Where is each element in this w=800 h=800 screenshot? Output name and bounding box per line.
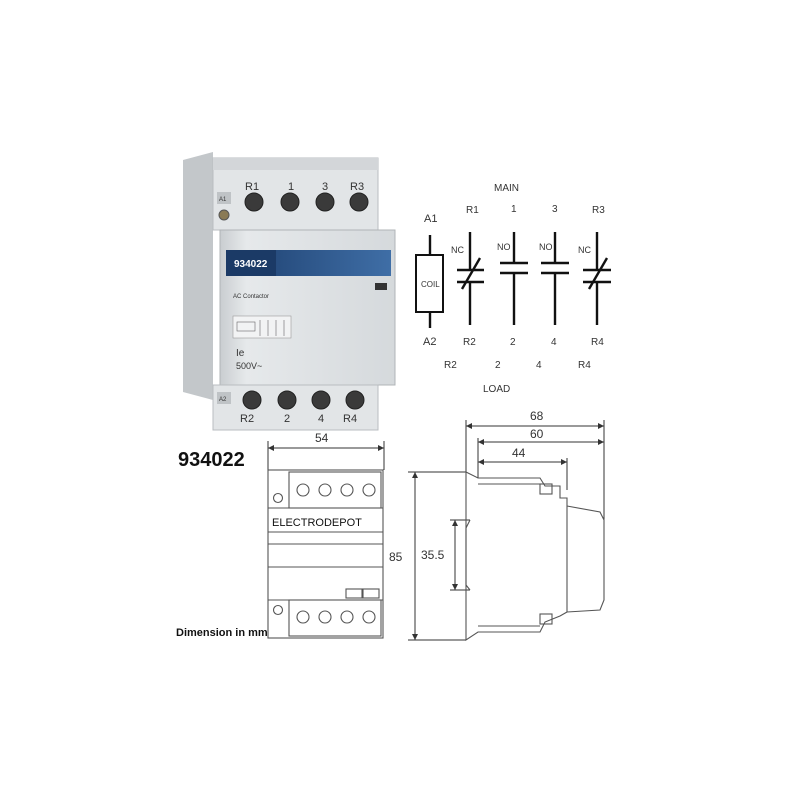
drawing-screw [362, 483, 376, 497]
model-caption: 934022 [178, 449, 245, 471]
depth-60-value: 60 [530, 427, 544, 441]
coil-label: COIL [421, 280, 440, 289]
wiring-schematic: MAIN A1 COIL A2 R1 NC R2 1 NO 2 3 NO 4 [415, 183, 611, 395]
load-terminal-label: 4 [536, 360, 542, 371]
front-window [362, 588, 380, 599]
contact-top-label: R3 [592, 205, 605, 216]
drawing-screw [272, 604, 284, 616]
photo-bottom-terminal-label: 2 [284, 413, 290, 425]
nc-slash [587, 257, 609, 290]
photo-top-terminal-label: R3 [350, 181, 364, 193]
photo-coil-top-marker: A1 [219, 197, 227, 203]
drawing-screw [272, 492, 284, 504]
drawing-screw [318, 483, 332, 497]
load-terminal-label: R2 [444, 360, 457, 371]
photo-voltage: 500V~ [236, 361, 262, 371]
photo-model-label: 934022 [234, 259, 268, 270]
photo-bottom-terminal-label: 4 [318, 413, 324, 425]
height-85-value: 85 [389, 550, 403, 564]
nc-slash [460, 257, 482, 290]
screw-r3 [349, 192, 369, 212]
drawing-screw [318, 610, 332, 624]
side-detail-box [539, 613, 553, 625]
side-rail-clip [465, 519, 471, 591]
coil-bottom-label: A2 [423, 336, 436, 348]
photo-top-terminal-label: 1 [288, 181, 294, 193]
drawing-screw [340, 483, 354, 497]
drawing-screw [296, 483, 310, 497]
side-front-step [566, 505, 605, 613]
screw-4 [311, 390, 331, 410]
coil-top-label: A1 [424, 213, 437, 225]
screw-3 [315, 192, 335, 212]
drawing-screw [362, 610, 376, 624]
screw-r2 [242, 390, 262, 410]
screw-r4 [345, 390, 365, 410]
side-detail-box [539, 483, 553, 495]
wiring-legend-box [232, 315, 292, 339]
contact-bottom-label: 4 [551, 337, 557, 348]
status-indicator [375, 283, 387, 290]
load-terminal-label: 2 [495, 360, 501, 371]
photo-top-terminal-label: 3 [322, 181, 328, 193]
photo-bottom-terminal-label: R4 [343, 413, 357, 425]
screw-2 [277, 390, 297, 410]
photo-face-text: AC Contactor [233, 294, 269, 300]
screw-1 [280, 192, 300, 212]
contact-type-label: NC [451, 245, 464, 255]
photo-rating-symbol: Ie [236, 348, 245, 359]
a2-marker [217, 392, 231, 404]
front-outline [267, 469, 384, 639]
front-top-terminal-area [288, 471, 382, 509]
photo-bottom-terminal-label: R2 [240, 413, 254, 425]
contact-type-label: NO [539, 242, 553, 252]
contactor-photo: R1 1 3 R3 A1 A2 934022 AC Contactor Ie 5… [183, 152, 396, 431]
a1-marker [217, 192, 231, 204]
contact-bottom-label: 2 [510, 337, 516, 348]
wiring-legend-coil [236, 321, 256, 332]
front-dimension-drawing: 54 ELECTRODEPOT [267, 431, 385, 639]
front-bottom-terminal-area [288, 599, 382, 637]
contact-top-label: 1 [511, 204, 517, 215]
depth-68-value: 68 [530, 409, 544, 423]
a1-screw [218, 209, 230, 221]
inner-height-value: 35.5 [421, 548, 445, 562]
dimension-unit-note: Dimension in mm [176, 627, 268, 639]
model-label-box [226, 250, 276, 276]
front-window [345, 588, 363, 599]
front-width-value: 54 [315, 431, 329, 445]
depth-44-value: 44 [512, 446, 526, 460]
contact-top-label: 3 [552, 204, 558, 215]
contactor-side-face [183, 152, 213, 400]
photo-top-terminal-label: R1 [245, 181, 259, 193]
side-dimension-drawing: 68 60 44 85 35.5 [389, 409, 605, 642]
contact-bottom-label: R4 [591, 337, 604, 348]
schematic-load-label: LOAD [483, 384, 510, 395]
photo-coil-bottom-marker: A2 [219, 397, 227, 403]
load-terminal-label: R4 [578, 360, 591, 371]
coil-symbol [415, 254, 444, 313]
drawing-brand: ELECTRODEPOT [272, 517, 362, 529]
contact-bottom-label: R2 [463, 337, 476, 348]
top-terminal-ridge [213, 158, 378, 170]
contact-type-label: NC [578, 245, 591, 255]
contact-top-label: R1 [466, 205, 479, 216]
contact-type-label: NO [497, 242, 511, 252]
drawing-screw [296, 610, 310, 624]
schematic-main-label: MAIN [494, 183, 519, 194]
screw-r1 [244, 192, 264, 212]
drawing-screw [340, 610, 354, 624]
